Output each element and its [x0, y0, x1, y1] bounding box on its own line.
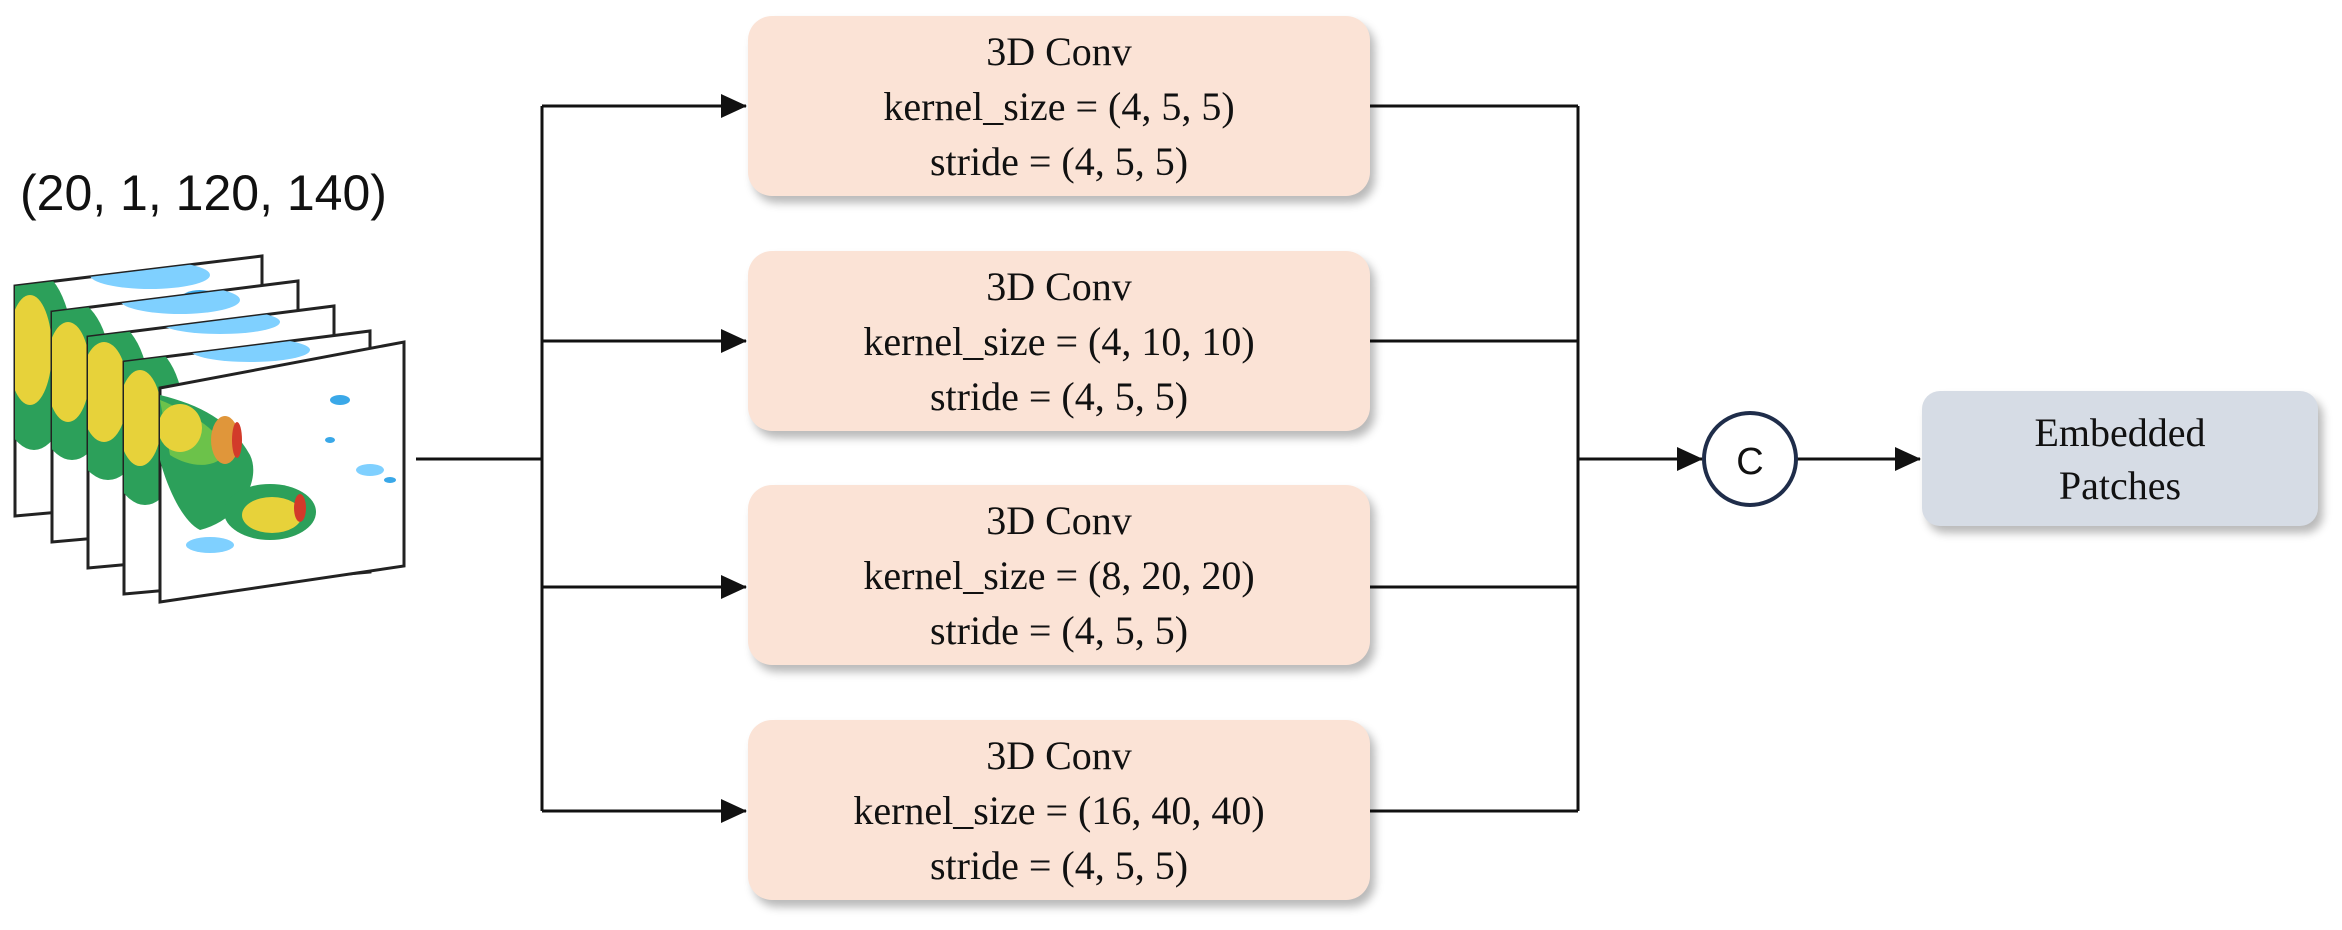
concat-node: C: [1702, 411, 1798, 507]
conv-branch-4: 3D Conv kernel_size = (16, 40, 40) strid…: [748, 720, 1370, 900]
conv-branch-3: 3D Conv kernel_size = (8, 20, 20) stride…: [748, 485, 1370, 665]
conv-title: 3D Conv: [986, 28, 1132, 74]
conv-stride: stride = (4, 5, 5): [929, 373, 1189, 419]
conv-title: 3D Conv: [986, 497, 1132, 543]
merge-connectors: [1370, 104, 1921, 813]
radar-frame-front: [158, 340, 406, 604]
conv-stride: stride = (4, 5, 5): [929, 138, 1189, 184]
conv-branch-2: 3D Conv kernel_size = (4, 10, 10) stride…: [748, 251, 1370, 431]
conv-kernel-size: kernel_size = (8, 20, 20): [863, 552, 1255, 598]
branch-connectors: [416, 94, 747, 823]
radar-frame-stack: [13, 254, 406, 604]
conv-kernel-size: kernel_size = (16, 40, 40): [853, 787, 1265, 833]
embedded-patches-box: Embedded Patches: [1922, 391, 2318, 526]
conv-title: 3D Conv: [986, 263, 1132, 309]
output-label-line1: Embedded: [2034, 409, 2206, 455]
output-label-line2: Patches: [2058, 462, 2182, 508]
conv-kernel-size: kernel_size = (4, 10, 10): [863, 318, 1255, 364]
conv-stride: stride = (4, 5, 5): [929, 607, 1189, 653]
conv-kernel-size: kernel_size = (4, 5, 5): [883, 83, 1235, 129]
concat-circle: [1702, 411, 1798, 507]
conv-branch-1: 3D Conv kernel_size = (4, 5, 5) stride =…: [748, 16, 1370, 196]
concat-symbol: C: [1736, 441, 1763, 483]
conv-title: 3D Conv: [986, 732, 1132, 778]
conv-stride: stride = (4, 5, 5): [929, 842, 1189, 888]
input-shape-label: (20, 1, 120, 140): [20, 165, 387, 221]
